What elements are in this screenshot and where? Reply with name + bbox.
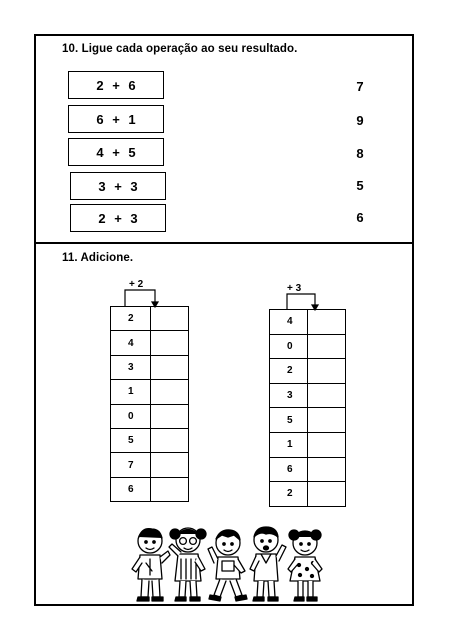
table-cell-value: 2 [110, 305, 151, 332]
table-row: 1 [269, 431, 346, 458]
table-row: 0 [269, 333, 346, 360]
table-cell-value: 6 [269, 456, 308, 483]
result-item-5[interactable]: 6 [356, 210, 364, 225]
table-cell-value: 3 [269, 382, 308, 409]
child-figure-1 [131, 528, 171, 602]
child-figure-2 [168, 527, 207, 602]
addition-table-2: 4 0 2 3 5 1 6 2 [269, 309, 346, 507]
child-figure-5 [287, 529, 323, 602]
table-row: 4 [110, 330, 189, 356]
answer-cell[interactable] [150, 476, 189, 503]
table-row: 3 [110, 354, 189, 381]
table-cell-value: 0 [110, 403, 151, 429]
table-row: 1 [110, 379, 189, 405]
section-divider [34, 242, 414, 244]
step-arrow-icon-2 [286, 293, 320, 312]
table-row: 7 [110, 452, 189, 478]
table-row: 5 [110, 427, 189, 454]
table-cell-value: 6 [110, 476, 151, 503]
table-cell-value: 0 [269, 333, 308, 360]
result-item-1[interactable]: 7 [356, 79, 364, 94]
table-cell-value: 5 [269, 407, 308, 433]
result-item-4[interactable]: 5 [356, 178, 364, 193]
answer-cell[interactable] [307, 382, 346, 409]
table-row: 2 [269, 481, 346, 507]
answer-cell[interactable] [307, 481, 346, 507]
operation-box-1[interactable]: 2 + 6 [68, 71, 164, 99]
answer-cell[interactable] [307, 358, 346, 384]
operation-box-5[interactable]: 2 + 3 [70, 204, 166, 232]
operation-box-4[interactable]: 3 + 3 [70, 172, 166, 200]
answer-cell[interactable] [150, 427, 189, 454]
answer-cell[interactable] [307, 456, 346, 483]
answer-cell[interactable] [150, 305, 189, 332]
answer-cell[interactable] [307, 309, 346, 335]
child-figure-3 [207, 529, 248, 602]
q11-title: 11. Adicione. [62, 252, 134, 264]
table-row: 2 [269, 358, 346, 384]
answer-cell[interactable] [307, 333, 346, 360]
table-cell-value: 2 [269, 358, 308, 384]
table-cell-value: 7 [110, 452, 151, 478]
operation-box-3[interactable]: 4 + 5 [68, 138, 164, 166]
table-cell-value: 4 [110, 330, 151, 356]
table-cell-value: 1 [269, 431, 308, 458]
answer-cell[interactable] [307, 431, 346, 458]
table-cell-value: 5 [110, 427, 151, 454]
answer-cell[interactable] [150, 452, 189, 478]
table-row: 4 [269, 309, 346, 335]
table-cell-value: 1 [110, 379, 151, 405]
table-row: 0 [110, 403, 189, 429]
step-arrow-icon-1 [124, 289, 160, 309]
q10-title: 10. Ligue cada operação ao seu resultado… [62, 43, 298, 55]
table-cell-value: 4 [269, 309, 308, 335]
step-label-2: + 3 [287, 283, 302, 294]
step-label-1: + 2 [129, 279, 144, 290]
answer-cell[interactable] [307, 407, 346, 433]
addition-table-1: 2 4 3 1 0 5 7 6 [110, 305, 189, 503]
table-row: 3 [269, 382, 346, 409]
child-figure-4 [249, 526, 287, 602]
table-row: 6 [110, 476, 189, 503]
answer-cell[interactable] [150, 354, 189, 381]
table-cell-value: 3 [110, 354, 151, 381]
table-cell-value: 2 [269, 481, 308, 507]
answer-cell[interactable] [150, 330, 189, 356]
children-group-icon [131, 526, 323, 602]
worksheet-frame [34, 34, 414, 606]
table-row: 2 [110, 305, 189, 332]
table-row: 5 [269, 407, 346, 433]
result-item-2[interactable]: 9 [356, 113, 364, 128]
table-row: 6 [269, 456, 346, 483]
operation-box-2[interactable]: 6 + 1 [68, 105, 164, 133]
answer-cell[interactable] [150, 379, 189, 405]
result-item-3[interactable]: 8 [356, 146, 364, 161]
answer-cell[interactable] [150, 403, 189, 429]
